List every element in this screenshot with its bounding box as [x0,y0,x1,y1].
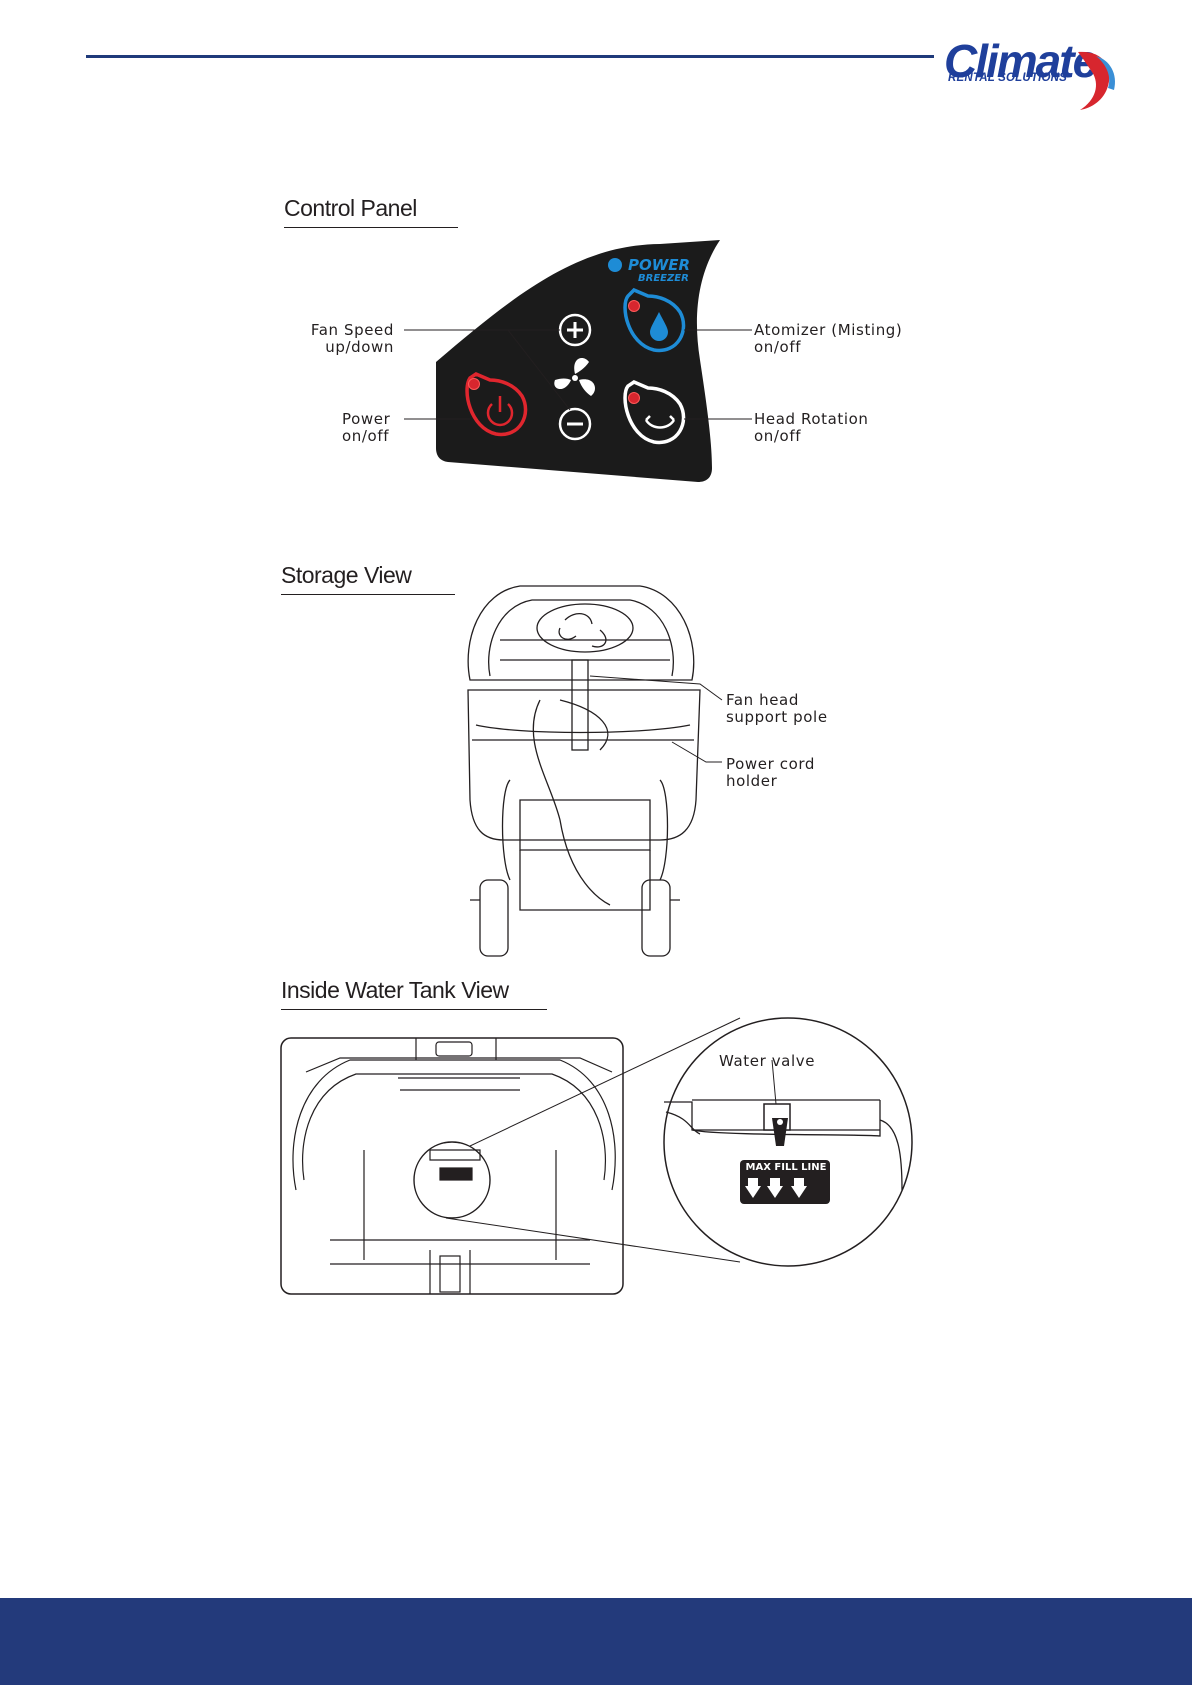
tank-view-title: Inside Water Tank View [281,977,547,1010]
cord-sublabel: holder [726,773,815,790]
pole-label: Fan head [726,692,828,709]
power-led [469,379,480,390]
power-sublabel: on/off [342,428,390,445]
storage-leader-lines [590,676,722,762]
head-rotation-sublabel: on/off [754,428,869,445]
brand-breezer: BREEZER [638,273,689,284]
max-fill-line-text: MAX FILL LINE [742,1162,830,1173]
water-valve-callout: Water valve [719,1053,815,1070]
atomizer-callout: Atomizer (Misting) on/off [754,322,902,356]
fan-speed-label: Fan Speed [270,322,394,339]
brand-fan-icon [608,258,622,272]
left-wheel [480,880,508,956]
cord-holder [476,725,690,733]
head-rotation-label: Head Rotation [754,411,869,428]
cord-label: Power cord [726,756,815,773]
power-label: Power [342,411,390,428]
right-wheel [642,880,670,956]
storage-view-diagram [0,580,1192,960]
rotation-led [629,393,640,404]
control-panel-diagram: POWER BREEZER [0,0,1192,520]
pole-sublabel: support pole [726,709,828,726]
fan-speed-sublabel: up/down [270,339,394,356]
atomizer-led [629,301,640,312]
footer-band [0,1598,1192,1685]
atomizer-label: Atomizer (Misting) [754,322,902,339]
support-pole [572,660,588,750]
head-rotation-callout: Head Rotation on/off [754,411,869,445]
cord-callout: Power cord holder [726,756,815,790]
atomizer-sublabel: on/off [754,339,902,356]
fan-speed-callout: Fan Speed up/down [270,322,394,356]
power-callout: Power on/off [342,411,390,445]
tank-view-diagram [0,1010,1192,1300]
brand-power: POWER [628,256,690,274]
pole-callout: Fan head support pole [726,692,828,726]
